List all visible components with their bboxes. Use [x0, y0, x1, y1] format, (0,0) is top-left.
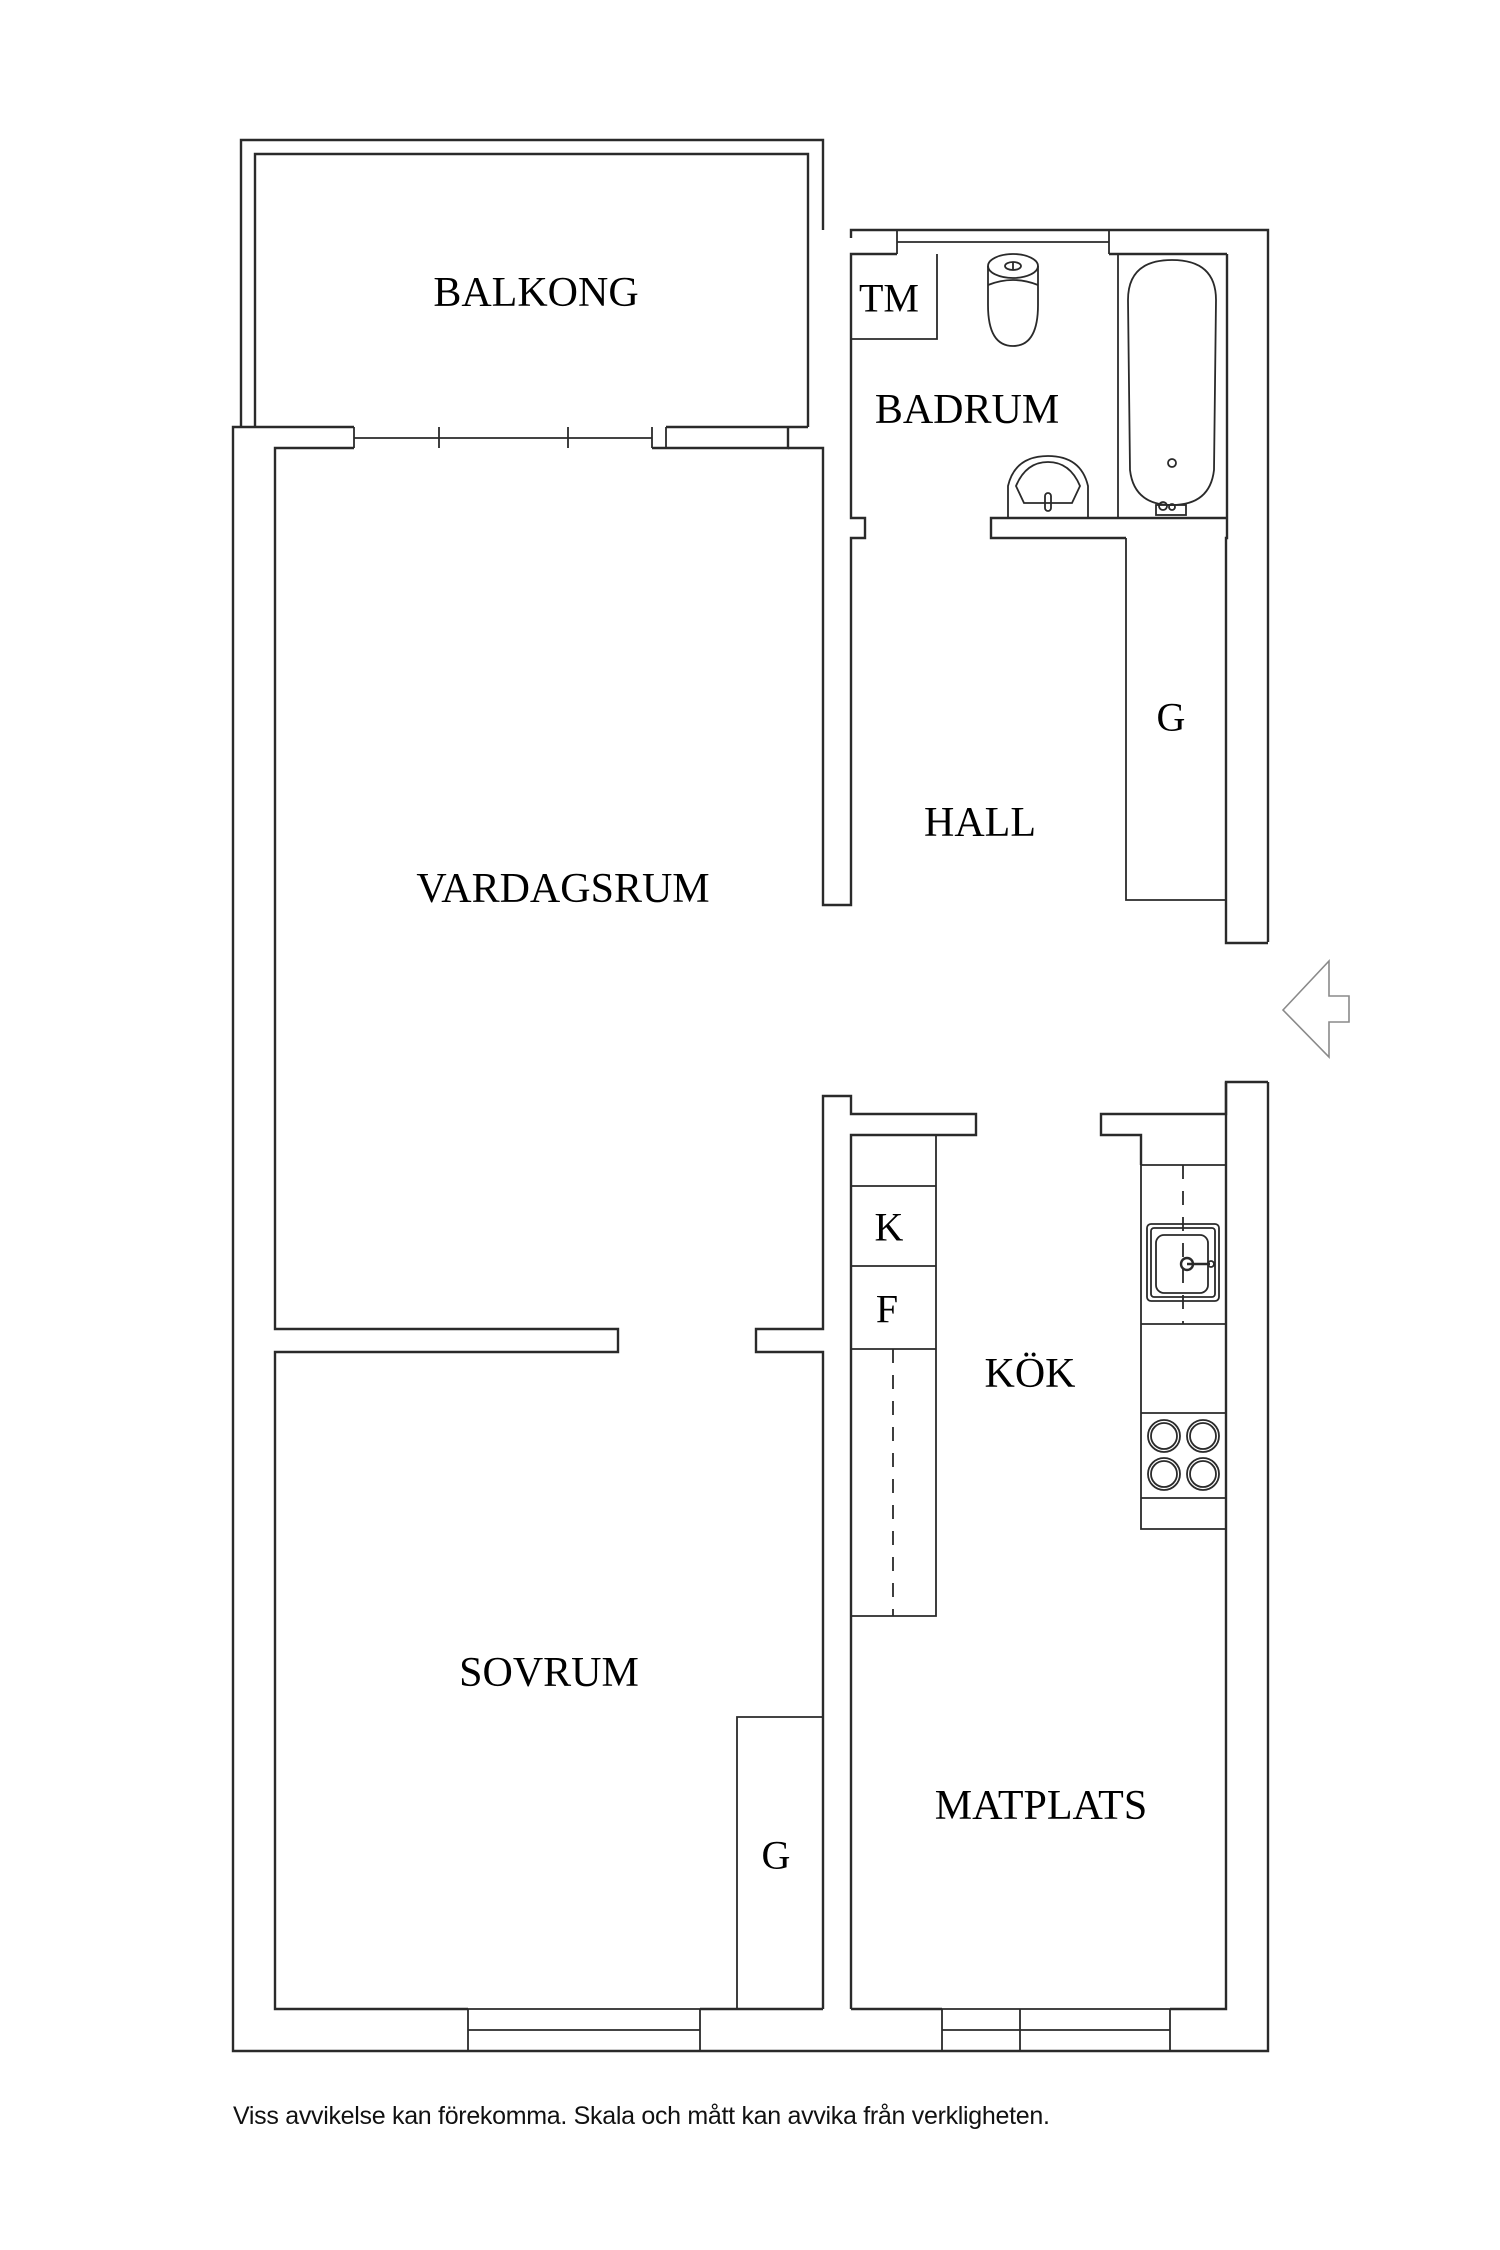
- entrance-arrow-icon: [1281, 958, 1350, 1059]
- bathtub-icon: [1117, 254, 1217, 518]
- disclaimer-text: Viss avvikelse kan förekomma. Skala och …: [233, 2102, 1050, 2130]
- bedroom-closet: [736, 1716, 823, 2009]
- window-bedroom: [467, 2008, 701, 2051]
- washbasin-icon: [1007, 455, 1089, 518]
- room-label-badrum: BADRUM: [875, 387, 1059, 433]
- room-label-balkong: BALKONG: [433, 270, 638, 316]
- room-label-vardagsrum: VARDAGSRUM: [416, 866, 709, 912]
- kitchen-counter: [1140, 1164, 1226, 1530]
- window-bathroom: [896, 230, 1110, 254]
- room-label-sovrum: SOVRUM: [459, 1650, 639, 1696]
- label-tm: TM: [859, 276, 919, 321]
- label-kyl: K: [875, 1205, 904, 1250]
- room-label-matplats: MATPLATS: [935, 1783, 1147, 1829]
- room-label-kok: KÖK: [985, 1351, 1076, 1397]
- kitchen-tall-units: [851, 1134, 937, 1617]
- toilet-icon: [987, 253, 1039, 347]
- label-bedroom-closet: G: [762, 1833, 791, 1878]
- label-frys: F: [876, 1287, 898, 1332]
- window-kitchen: [941, 2008, 1171, 2051]
- exterior-walls: [231, 228, 1270, 2053]
- balcony: [239, 138, 825, 427]
- hall-closet: [1125, 538, 1226, 901]
- stove-icon: [1147, 1419, 1220, 1491]
- kitchen-sink-icon: [1146, 1223, 1220, 1302]
- label-hall-closet: G: [1157, 695, 1186, 740]
- window-balcony-door: [353, 427, 667, 449]
- room-label-hall: HALL: [924, 800, 1036, 846]
- washing-machine-box: [852, 254, 938, 340]
